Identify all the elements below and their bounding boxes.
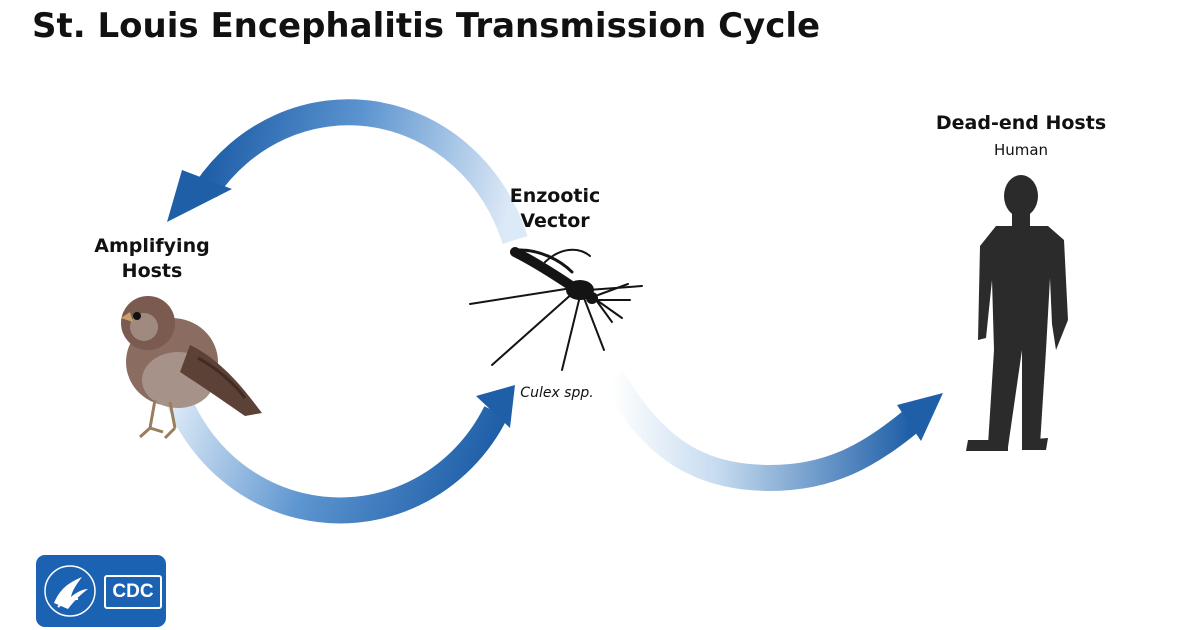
mosquito-icon (469, 247, 643, 371)
culex-species-label: Culex spp. (520, 385, 594, 401)
cdc-logo: CDC (36, 555, 166, 627)
sparrow-icon (121, 296, 262, 440)
arrow-vector-to-dead-end-host (600, 371, 943, 492)
page-title: St. Louis Encephalitis Transmission Cycl… (32, 6, 821, 46)
human-silhouette-icon (966, 175, 1068, 451)
enzootic-vector-label: Enzootic Vector (509, 185, 601, 232)
human-label: Human (993, 141, 1049, 159)
dead-end-hosts-label: Dead-end Hosts (935, 112, 1107, 134)
amplifying-hosts-label: Amplifying Hosts (94, 235, 210, 282)
hhs-eagle-icon (44, 565, 96, 617)
cdc-wordmark: CDC (104, 575, 162, 609)
arrow-vector-to-host (167, 99, 528, 244)
